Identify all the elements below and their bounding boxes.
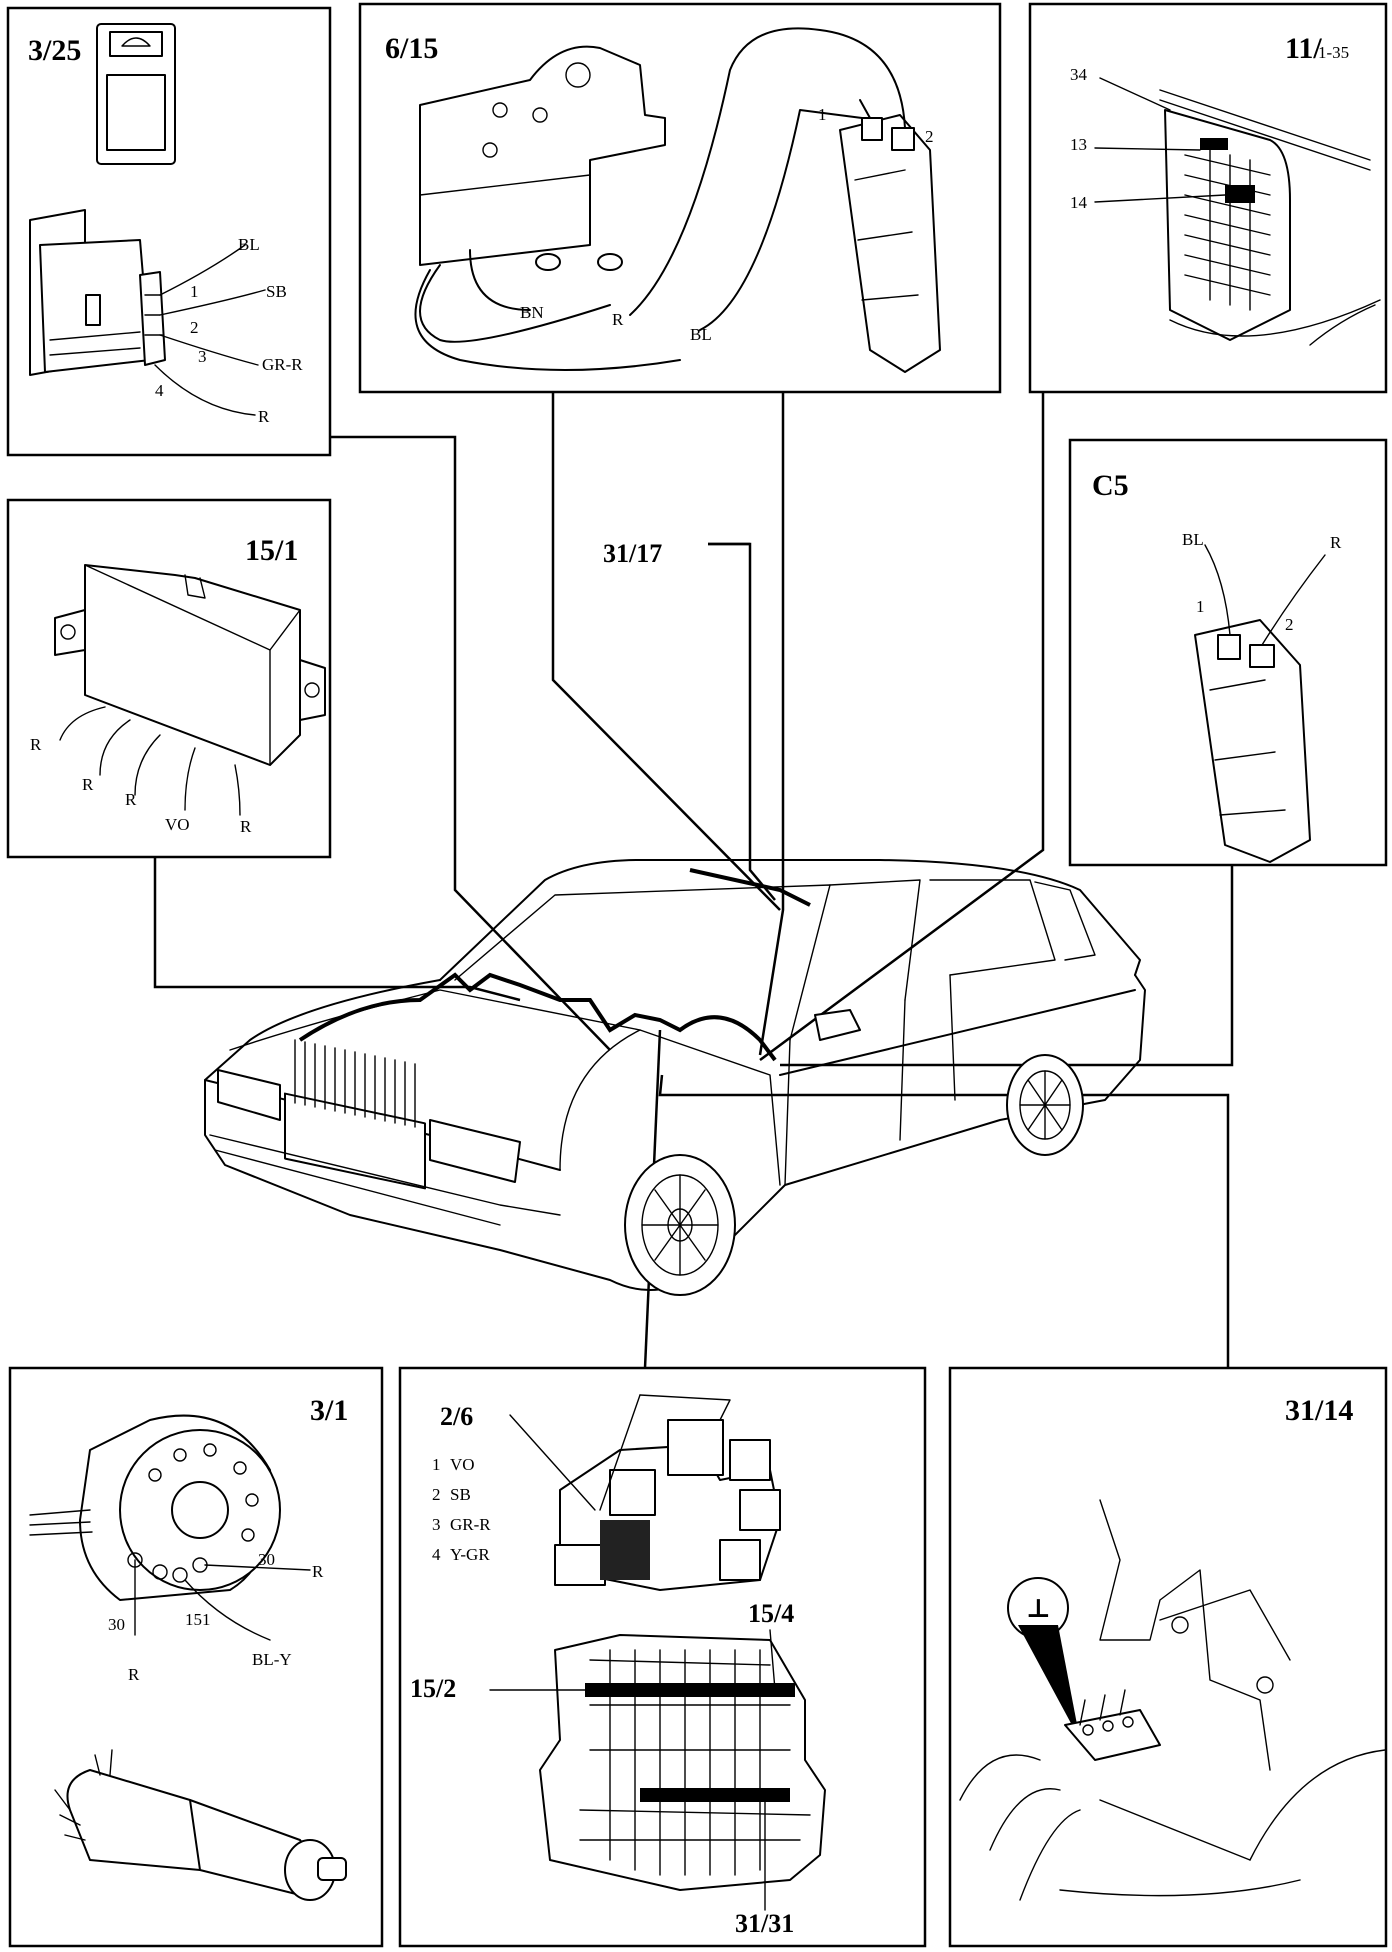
panel-title: 15/1 — [245, 534, 298, 567]
panel-c5: C5 BL R 1 2 — [1068, 438, 1388, 867]
panel-title: 6/15 — [385, 32, 438, 65]
rear-wheel — [1006, 1054, 1084, 1156]
svg-text:R: R — [30, 735, 42, 754]
svg-text:Y-GR: Y-GR — [450, 1545, 490, 1564]
ground-callout: ⊥ — [1007, 1577, 1080, 1740]
c5-connector — [1194, 619, 1311, 863]
svg-text:R: R — [240, 817, 252, 836]
ground-point — [1064, 1689, 1161, 1761]
svg-text:BN: BN — [520, 303, 544, 322]
svg-text:15/2: 15/2 — [410, 1674, 456, 1703]
svg-text:34: 34 — [1070, 65, 1088, 84]
panel-11: 11/ 1-35 34 13 14 — [1028, 2, 1388, 394]
svg-text:R: R — [82, 775, 94, 794]
svg-text:BL: BL — [1182, 530, 1204, 549]
panel-3-1: 3/1 30 151 30 R BL-Y R — [8, 1366, 384, 1948]
svg-text:BL: BL — [690, 325, 712, 344]
control-module — [54, 564, 326, 766]
svg-text:2: 2 — [1285, 615, 1294, 634]
svg-text:2: 2 — [190, 318, 199, 337]
switch-wires — [154, 244, 266, 416]
svg-text:30: 30 — [258, 1550, 275, 1569]
svg-text:13: 13 — [1070, 135, 1087, 154]
relay-wires — [414, 27, 906, 371]
panel-title: 11/ — [1285, 32, 1322, 65]
car-illustration — [204, 859, 1146, 1296]
svg-text:1: 1 — [432, 1455, 441, 1474]
fuse-box — [1164, 109, 1291, 341]
svg-text:R: R — [612, 310, 624, 329]
leader-lines — [153, 392, 1234, 1369]
svg-text:R: R — [128, 1665, 140, 1684]
central-electrical-unit — [539, 1634, 826, 1891]
ignition-switch-side — [54, 1749, 347, 1901]
svg-text:1: 1 — [818, 105, 827, 124]
svg-text:15/4: 15/4 — [748, 1599, 794, 1628]
svg-text:SB: SB — [450, 1485, 471, 1504]
svg-text:14: 14 — [1070, 193, 1088, 212]
callout-31-17: 31/17 — [603, 539, 750, 568]
svg-text:151: 151 — [185, 1610, 211, 1629]
svg-text:3: 3 — [198, 347, 207, 366]
svg-text:BL: BL — [238, 235, 260, 254]
svg-text:31/17: 31/17 — [603, 539, 662, 568]
relay-connector — [839, 114, 941, 373]
svg-text:4: 4 — [155, 381, 164, 400]
panel-title: 3/25 — [28, 34, 81, 67]
svg-text:1: 1 — [190, 282, 199, 301]
svg-text:SB: SB — [266, 282, 287, 301]
svg-text:2: 2 — [925, 127, 934, 146]
switch-top-view — [96, 23, 176, 165]
panel-31-14: 31/14 ⊥ — [948, 1366, 1388, 1948]
svg-text:⊥: ⊥ — [1026, 1594, 1051, 1623]
svg-text:R: R — [312, 1562, 324, 1581]
module-wires — [59, 706, 241, 816]
svg-text:1-35: 1-35 — [1318, 43, 1349, 62]
panel-15-1: 15/1 R R R VO R — [6, 498, 332, 859]
svg-text:VO: VO — [165, 815, 190, 834]
svg-text:R: R — [258, 407, 270, 426]
relay-block — [554, 1394, 781, 1591]
panel-title: 2/6 — [440, 1402, 473, 1431]
panel-title: C5 — [1092, 469, 1129, 502]
panel-title: 31/14 — [1285, 1394, 1353, 1427]
svg-text:2: 2 — [432, 1485, 441, 1504]
panel-2-6: 2/6 1 VO 2 SB 3 GR-R 4 Y-GR — [398, 1366, 927, 1948]
panel-3-25: 3/25 BL SB GR-R R 1 2 3 4 — [6, 6, 332, 457]
svg-text:R: R — [125, 790, 137, 809]
svg-text:31/31: 31/31 — [735, 1909, 794, 1938]
panel-6-15: 6/15 BN R BL 1 2 — [358, 2, 1002, 394]
svg-text:GR-R: GR-R — [262, 355, 303, 374]
relay-body — [419, 45, 666, 271]
svg-text:4: 4 — [432, 1545, 441, 1564]
grille-lines — [294, 1039, 416, 1128]
ignition-switch-face — [29, 1414, 281, 1601]
svg-text:VO: VO — [450, 1455, 475, 1474]
svg-text:30: 30 — [108, 1615, 125, 1634]
panel-title: 3/1 — [310, 1394, 348, 1427]
svg-text:3: 3 — [432, 1515, 441, 1534]
front-wheel — [624, 1154, 736, 1296]
svg-text:R: R — [1330, 533, 1342, 552]
svg-text:BL-Y: BL-Y — [252, 1650, 292, 1669]
svg-text:1: 1 — [1196, 597, 1205, 616]
switch-side-view — [29, 209, 166, 376]
svg-text:GR-R: GR-R — [450, 1515, 491, 1534]
